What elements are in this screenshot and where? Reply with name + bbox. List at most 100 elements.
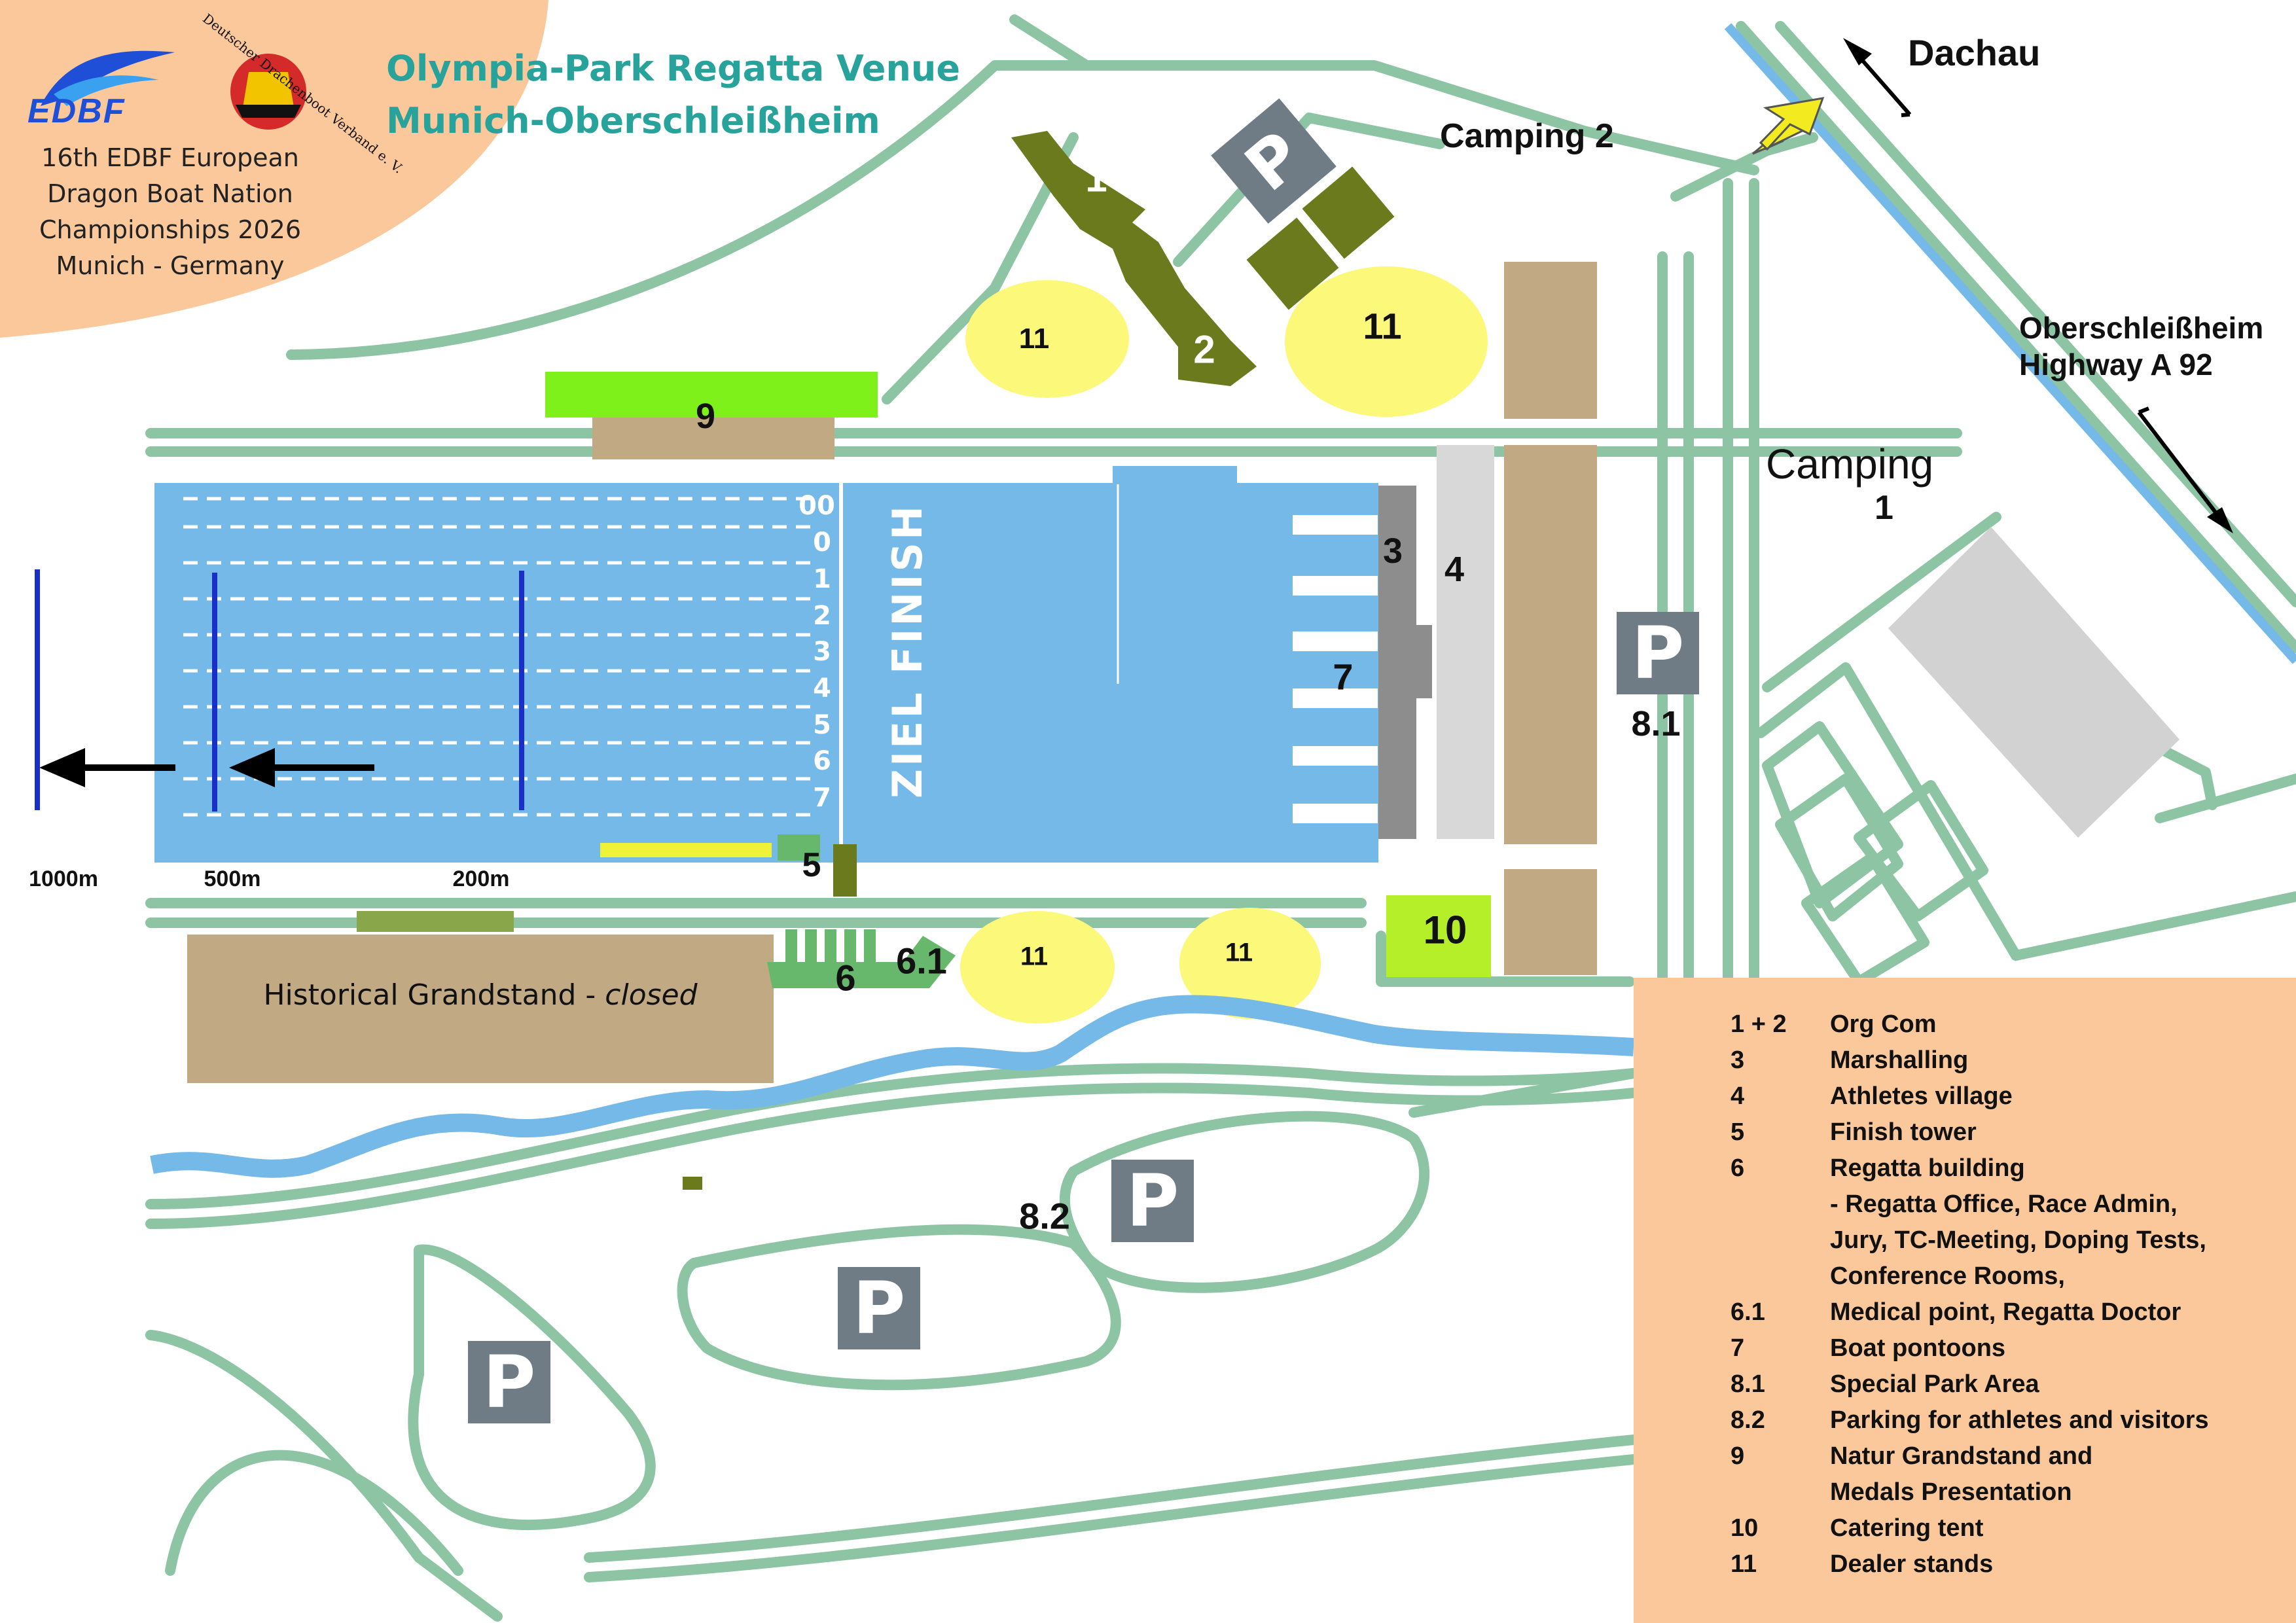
legend-number: 8.2 [1731, 1406, 1765, 1434]
highway-label-line1: Oberschleißheim [2019, 311, 2264, 345]
event-line: Dragon Boat Nation [47, 179, 293, 208]
camping-1-building [1888, 527, 2179, 838]
legend-text: Finish tower [1830, 1118, 1977, 1146]
legend-text: Special Park Area [1830, 1370, 2039, 1398]
camping-2-label: Camping 2 [1440, 117, 1614, 155]
legend-text: Medals Presentation [1830, 1478, 2072, 1506]
historical-grandstand-name: Historical Grandstand - [263, 978, 605, 1012]
map-title-line1: Olympia-Park Regatta Venue [386, 48, 960, 89]
river [150, 995, 1634, 1178]
dachau-label: Dachau [1908, 32, 2041, 73]
lane-number: 4 [813, 673, 831, 704]
lane-number: 6 [813, 746, 831, 776]
area-label-6-1: 6.1 [896, 940, 947, 982]
dragon-logo-icon [230, 54, 306, 130]
area-label-6: 6 [835, 957, 856, 999]
org-com-buildings [1011, 131, 1257, 386]
legend-text: Natur Grandstand and [1830, 1442, 2093, 1470]
map-title-line2: Munich-Oberschleißheim [386, 100, 880, 141]
dealer-stand-1 [965, 280, 1129, 398]
lane-lines [183, 497, 812, 817]
dealer-stand-3 [960, 911, 1115, 1024]
area-label-1: 1 [1085, 156, 1107, 200]
highway-a92 [1724, 23, 2296, 664]
lane-number: 00 [798, 491, 835, 521]
boat-pontoons [1293, 515, 1378, 823]
legend-text: Boat pontoons [1830, 1334, 2006, 1362]
legend-number: 5 [1731, 1118, 1745, 1146]
area-label-11: 11 [1363, 305, 1402, 347]
lane-number: 2 [813, 601, 831, 631]
area-label-11: 11 [1225, 938, 1253, 967]
historical-grandstand-area [187, 935, 774, 1083]
lane-number: 7 [813, 783, 831, 813]
camping-1-label-line2: 1 [1874, 489, 1893, 527]
legend-number: 10 [1731, 1514, 1759, 1542]
legend-text: Dealer stands [1830, 1550, 1994, 1578]
header-corner-shape [0, 0, 548, 338]
area-label-11: 11 [1018, 323, 1050, 355]
event-line: Championships 2026 [39, 215, 302, 244]
event-line: 16th EDBF European [41, 143, 299, 172]
legend-text: Athletes village [1830, 1082, 2013, 1110]
legend-text: Conference Rooms, [1830, 1262, 2065, 1290]
legend-text: Catering tent [1830, 1514, 1984, 1542]
legend-number: 8.1 [1731, 1370, 1765, 1398]
legend-text: Org Com [1830, 1010, 1937, 1038]
legend-number: 1 + 2 [1731, 1010, 1787, 1038]
road-network [145, 14, 2296, 1622]
legend-text: Parking for athletes and visitors [1830, 1406, 2209, 1434]
lane-number: 5 [813, 710, 831, 740]
area-label-7: 7 [1333, 656, 1354, 698]
finish-tower-area [833, 844, 857, 897]
ddv-logo [196, 20, 340, 144]
dealer-stand-2 [1285, 266, 1488, 417]
regatta-lake [154, 483, 1378, 863]
event-line: Munich - Germany [56, 251, 285, 280]
historical-grandstand-status: closed [605, 978, 698, 1012]
legend-number: 6.1 [1731, 1298, 1765, 1326]
dealer-stand-4 [1179, 908, 1321, 1019]
area-label-11: 11 [1020, 942, 1049, 971]
camping-1-label-line1: Camping [1766, 440, 1934, 488]
parking-sign: P [1617, 611, 1699, 695]
legend-number: 7 [1731, 1334, 1745, 1362]
area-label-2: 2 [1193, 327, 1215, 372]
area-label-8-2: 8.2 [1019, 1195, 1070, 1237]
area-label-3: 3 [1382, 531, 1403, 571]
distance-label: 200m [452, 866, 510, 891]
highway-label-line2: Highway A 92 [2019, 348, 2213, 382]
athletes-village-area [1437, 445, 1494, 839]
lane-number: 0 [813, 527, 831, 558]
parking-sign: P [1111, 1159, 1194, 1243]
area-label-4: 4 [1444, 550, 1465, 589]
lane-number: 3 [813, 637, 831, 667]
natur-grandstand-area [545, 372, 878, 418]
edbf-logo [27, 34, 178, 132]
finish-label: FINISH [884, 503, 931, 674]
catering-tent-area [1386, 895, 1491, 977]
legend-number: 9 [1731, 1442, 1745, 1470]
historical-grandstand-label: Historical Grandstand - closed [187, 978, 774, 1012]
regatta-building-area [767, 936, 956, 988]
legend-text: Regatta building [1830, 1154, 2025, 1182]
map-legend: 1 + 2 Org Com 3 Marshalling 4 Athletes vill… [1634, 978, 2296, 1623]
edbf-logo-text: EDBF [27, 92, 126, 130]
area-label-8-1: 8.1 [1631, 704, 1681, 743]
event-title-block: 16th EDBF European Dragon Boat Nation Ch… [26, 140, 314, 284]
edbf-logo-icon [41, 50, 175, 106]
area-label-9: 9 [695, 397, 716, 436]
ziel-label: ZIEL [884, 690, 931, 798]
area-label-10: 10 [1423, 908, 1467, 952]
legend-text: Jury, TC-Meeting, Doping Tests, [1830, 1226, 2206, 1254]
legend-text: Marshalling [1830, 1046, 1969, 1074]
legend-number: 3 [1731, 1046, 1745, 1074]
distance-label: 500m [204, 866, 261, 891]
legend-number: 4 [1731, 1082, 1745, 1110]
area-label-5: 5 [802, 846, 821, 884]
legend-number: 11 [1731, 1550, 1757, 1578]
parking-sign: P [468, 1340, 550, 1424]
lane-number: 1 [813, 564, 831, 594]
legend-number: 6 [1731, 1154, 1745, 1182]
